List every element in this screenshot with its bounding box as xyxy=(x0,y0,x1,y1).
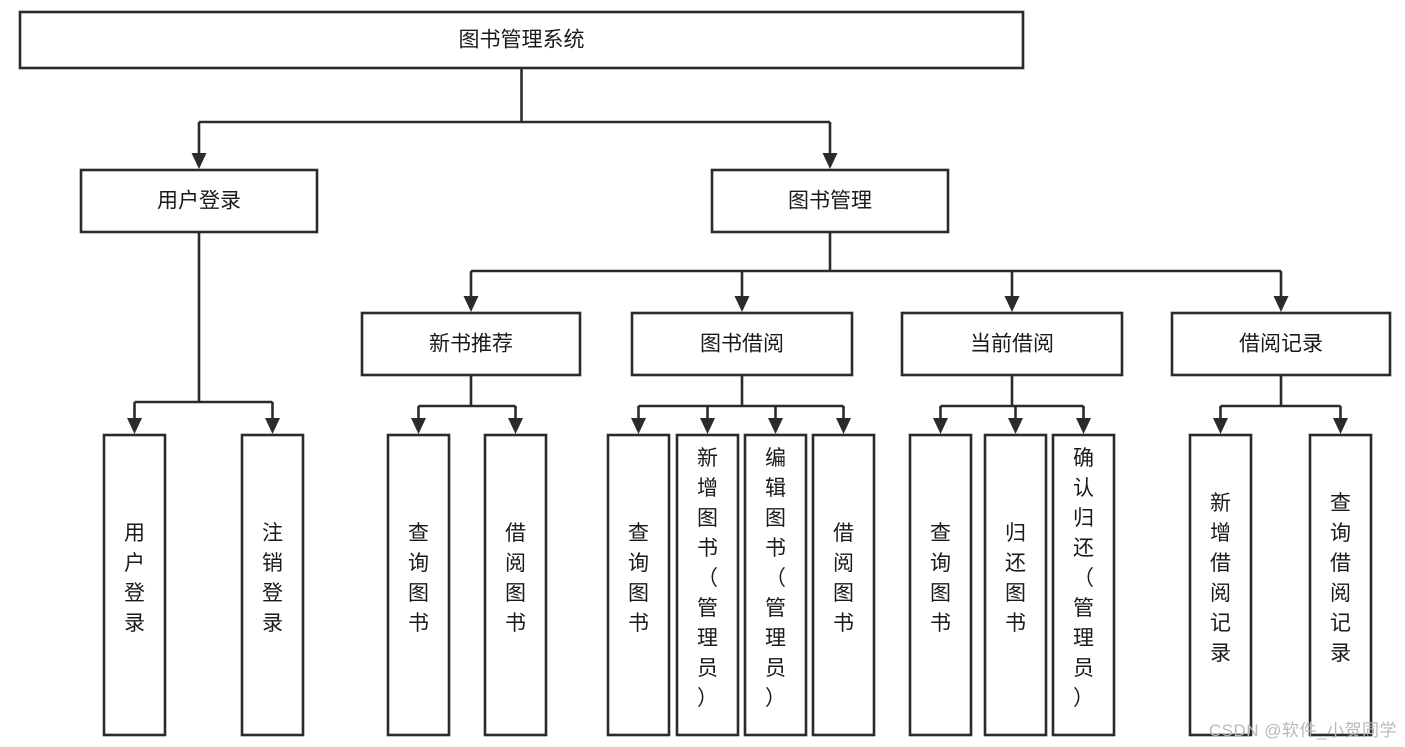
arrow-head-book-borrow-to-borrow-book-2 xyxy=(836,418,851,434)
node-box-edit-book-admin[interactable] xyxy=(743,433,808,737)
node-box-new-book-recommend[interactable] xyxy=(360,311,582,377)
node-borrow-record[interactable]: 借阅记录 xyxy=(1170,311,1392,377)
node-query-book-2[interactable]: 查询图书 xyxy=(606,433,671,737)
node-label-root: 图书管理系统 xyxy=(459,29,585,52)
arrow-head-user-login-to-user-login-leaf xyxy=(127,418,142,434)
arrow-head-new-book-recommend-to-borrow-book-1 xyxy=(508,418,523,434)
arrow-head-new-book-recommend-to-query-book-1 xyxy=(411,418,426,434)
node-edit-book-admin[interactable]: 编辑图书（管理员） xyxy=(743,433,808,737)
node-user-logout-leaf[interactable]: 注销登录 xyxy=(240,433,305,737)
node-box-query-book-2[interactable] xyxy=(606,433,671,737)
node-box-add-book-admin[interactable] xyxy=(675,433,740,737)
connector-book-manage xyxy=(463,232,1289,312)
arrow-head-borrow-record-to-query-borrow-record xyxy=(1333,418,1348,434)
watermark-label: CSDN @软件_小贺同学 xyxy=(1208,721,1397,740)
arrow-head-user-login-to-user-logout-leaf xyxy=(265,418,280,434)
node-layer: 图书管理系统用户登录用户登录注销登录图书管理新书推荐查询图书借阅图书图书借阅查询… xyxy=(18,10,1392,737)
node-query-book-3[interactable]: 查询图书 xyxy=(908,433,973,737)
node-label-borrow-book-1: 借阅图书 xyxy=(505,522,526,635)
node-user-login-leaf[interactable]: 用户登录 xyxy=(102,433,167,737)
node-box-book-borrow[interactable] xyxy=(630,311,854,377)
arrow-head-book-manage-to-book-borrow xyxy=(734,296,750,312)
node-box-borrow-book-2[interactable] xyxy=(811,433,876,737)
node-book-manage[interactable]: 图书管理 xyxy=(710,168,950,234)
node-box-add-borrow-record[interactable] xyxy=(1188,433,1253,737)
node-label-user-login-leaf: 用户登录 xyxy=(124,522,145,635)
node-label-query-borrow-record: 查询借阅记录 xyxy=(1330,492,1351,665)
node-add-borrow-record[interactable]: 新增借阅记录 xyxy=(1188,433,1253,737)
node-borrow-book-2[interactable]: 借阅图书 xyxy=(811,433,876,737)
node-book-borrow[interactable]: 图书借阅 xyxy=(630,311,854,377)
node-label-borrow-record: 借阅记录 xyxy=(1239,333,1323,356)
connector-current-borrow xyxy=(933,375,1091,434)
node-box-return-book[interactable] xyxy=(983,433,1048,737)
arrow-head-book-borrow-to-query-book-2 xyxy=(631,418,646,434)
node-label-add-borrow-record: 新增借阅记录 xyxy=(1210,492,1231,665)
node-confirm-return-admin[interactable]: 确认归还（管理员） xyxy=(1051,433,1116,737)
node-box-user-logout-leaf[interactable] xyxy=(240,433,305,737)
arrow-head-book-borrow-to-add-book-admin xyxy=(700,418,715,434)
node-return-book[interactable]: 归还图书 xyxy=(983,433,1048,737)
connector-book-borrow xyxy=(631,375,851,434)
node-box-query-book-1[interactable] xyxy=(386,433,451,737)
node-box-query-borrow-record[interactable] xyxy=(1308,433,1373,737)
node-label-add-book-admin: 新增图书（管理员） xyxy=(697,447,718,710)
node-query-borrow-record[interactable]: 查询借阅记录 xyxy=(1308,433,1373,737)
arrow-head-book-manage-to-current-borrow xyxy=(1004,296,1020,312)
node-label-user-login: 用户登录 xyxy=(157,190,241,213)
node-box-query-book-3[interactable] xyxy=(908,433,973,737)
node-label-edit-book-admin: 编辑图书（管理员） xyxy=(765,447,786,710)
connector-new-book-recommend xyxy=(411,375,523,434)
node-label-return-book: 归还图书 xyxy=(1005,522,1026,635)
node-box-borrow-book-1[interactable] xyxy=(483,433,548,737)
node-borrow-book-1[interactable]: 借阅图书 xyxy=(483,433,548,737)
node-box-current-borrow[interactable] xyxy=(900,311,1124,377)
node-current-borrow[interactable]: 当前借阅 xyxy=(900,311,1124,377)
node-label-query-book-3: 查询图书 xyxy=(930,522,951,635)
arrow-head-borrow-record-to-add-borrow-record xyxy=(1213,418,1228,434)
arrow-head-current-borrow-to-return-book xyxy=(1008,418,1023,434)
node-box-book-manage[interactable] xyxy=(710,168,950,234)
arrow-head-current-borrow-to-query-book-3 xyxy=(933,418,948,434)
arrow-head-root-to-user-login xyxy=(191,153,207,169)
node-label-confirm-return-admin: 确认归还（管理员） xyxy=(1073,447,1094,710)
arrow-head-current-borrow-to-confirm-return-admin xyxy=(1076,418,1091,434)
connector-layer xyxy=(127,68,1348,434)
arrow-head-book-manage-to-new-book-recommend xyxy=(463,296,479,312)
node-new-book-recommend[interactable]: 新书推荐 xyxy=(360,311,582,377)
node-user-login[interactable]: 用户登录 xyxy=(79,168,319,234)
node-label-query-book-2: 查询图书 xyxy=(628,522,649,635)
node-label-borrow-book-2: 借阅图书 xyxy=(833,522,854,635)
node-query-book-1[interactable]: 查询图书 xyxy=(386,433,451,737)
node-box-confirm-return-admin[interactable] xyxy=(1051,433,1116,737)
connector-root xyxy=(191,68,838,169)
node-box-borrow-record[interactable] xyxy=(1170,311,1392,377)
node-label-new-book-recommend: 新书推荐 xyxy=(429,333,513,356)
node-root[interactable]: 图书管理系统 xyxy=(18,10,1025,70)
node-label-book-manage: 图书管理 xyxy=(788,190,872,213)
arrow-head-root-to-book-manage xyxy=(822,153,838,169)
node-box-user-login[interactable] xyxy=(79,168,319,234)
node-label-user-logout-leaf: 注销登录 xyxy=(262,522,283,635)
node-label-current-borrow: 当前借阅 xyxy=(970,333,1054,356)
arrow-head-book-manage-to-borrow-record xyxy=(1273,296,1289,312)
node-label-book-borrow: 图书借阅 xyxy=(700,333,784,356)
node-add-book-admin[interactable]: 新增图书（管理员） xyxy=(675,433,740,737)
connector-borrow-record xyxy=(1213,375,1348,434)
connector-user-login xyxy=(127,232,280,434)
arrow-head-book-borrow-to-edit-book-admin xyxy=(768,418,783,434)
node-box-user-login-leaf[interactable] xyxy=(102,433,167,737)
node-box-root[interactable] xyxy=(18,10,1025,70)
node-label-query-book-1: 查询图书 xyxy=(408,522,429,635)
